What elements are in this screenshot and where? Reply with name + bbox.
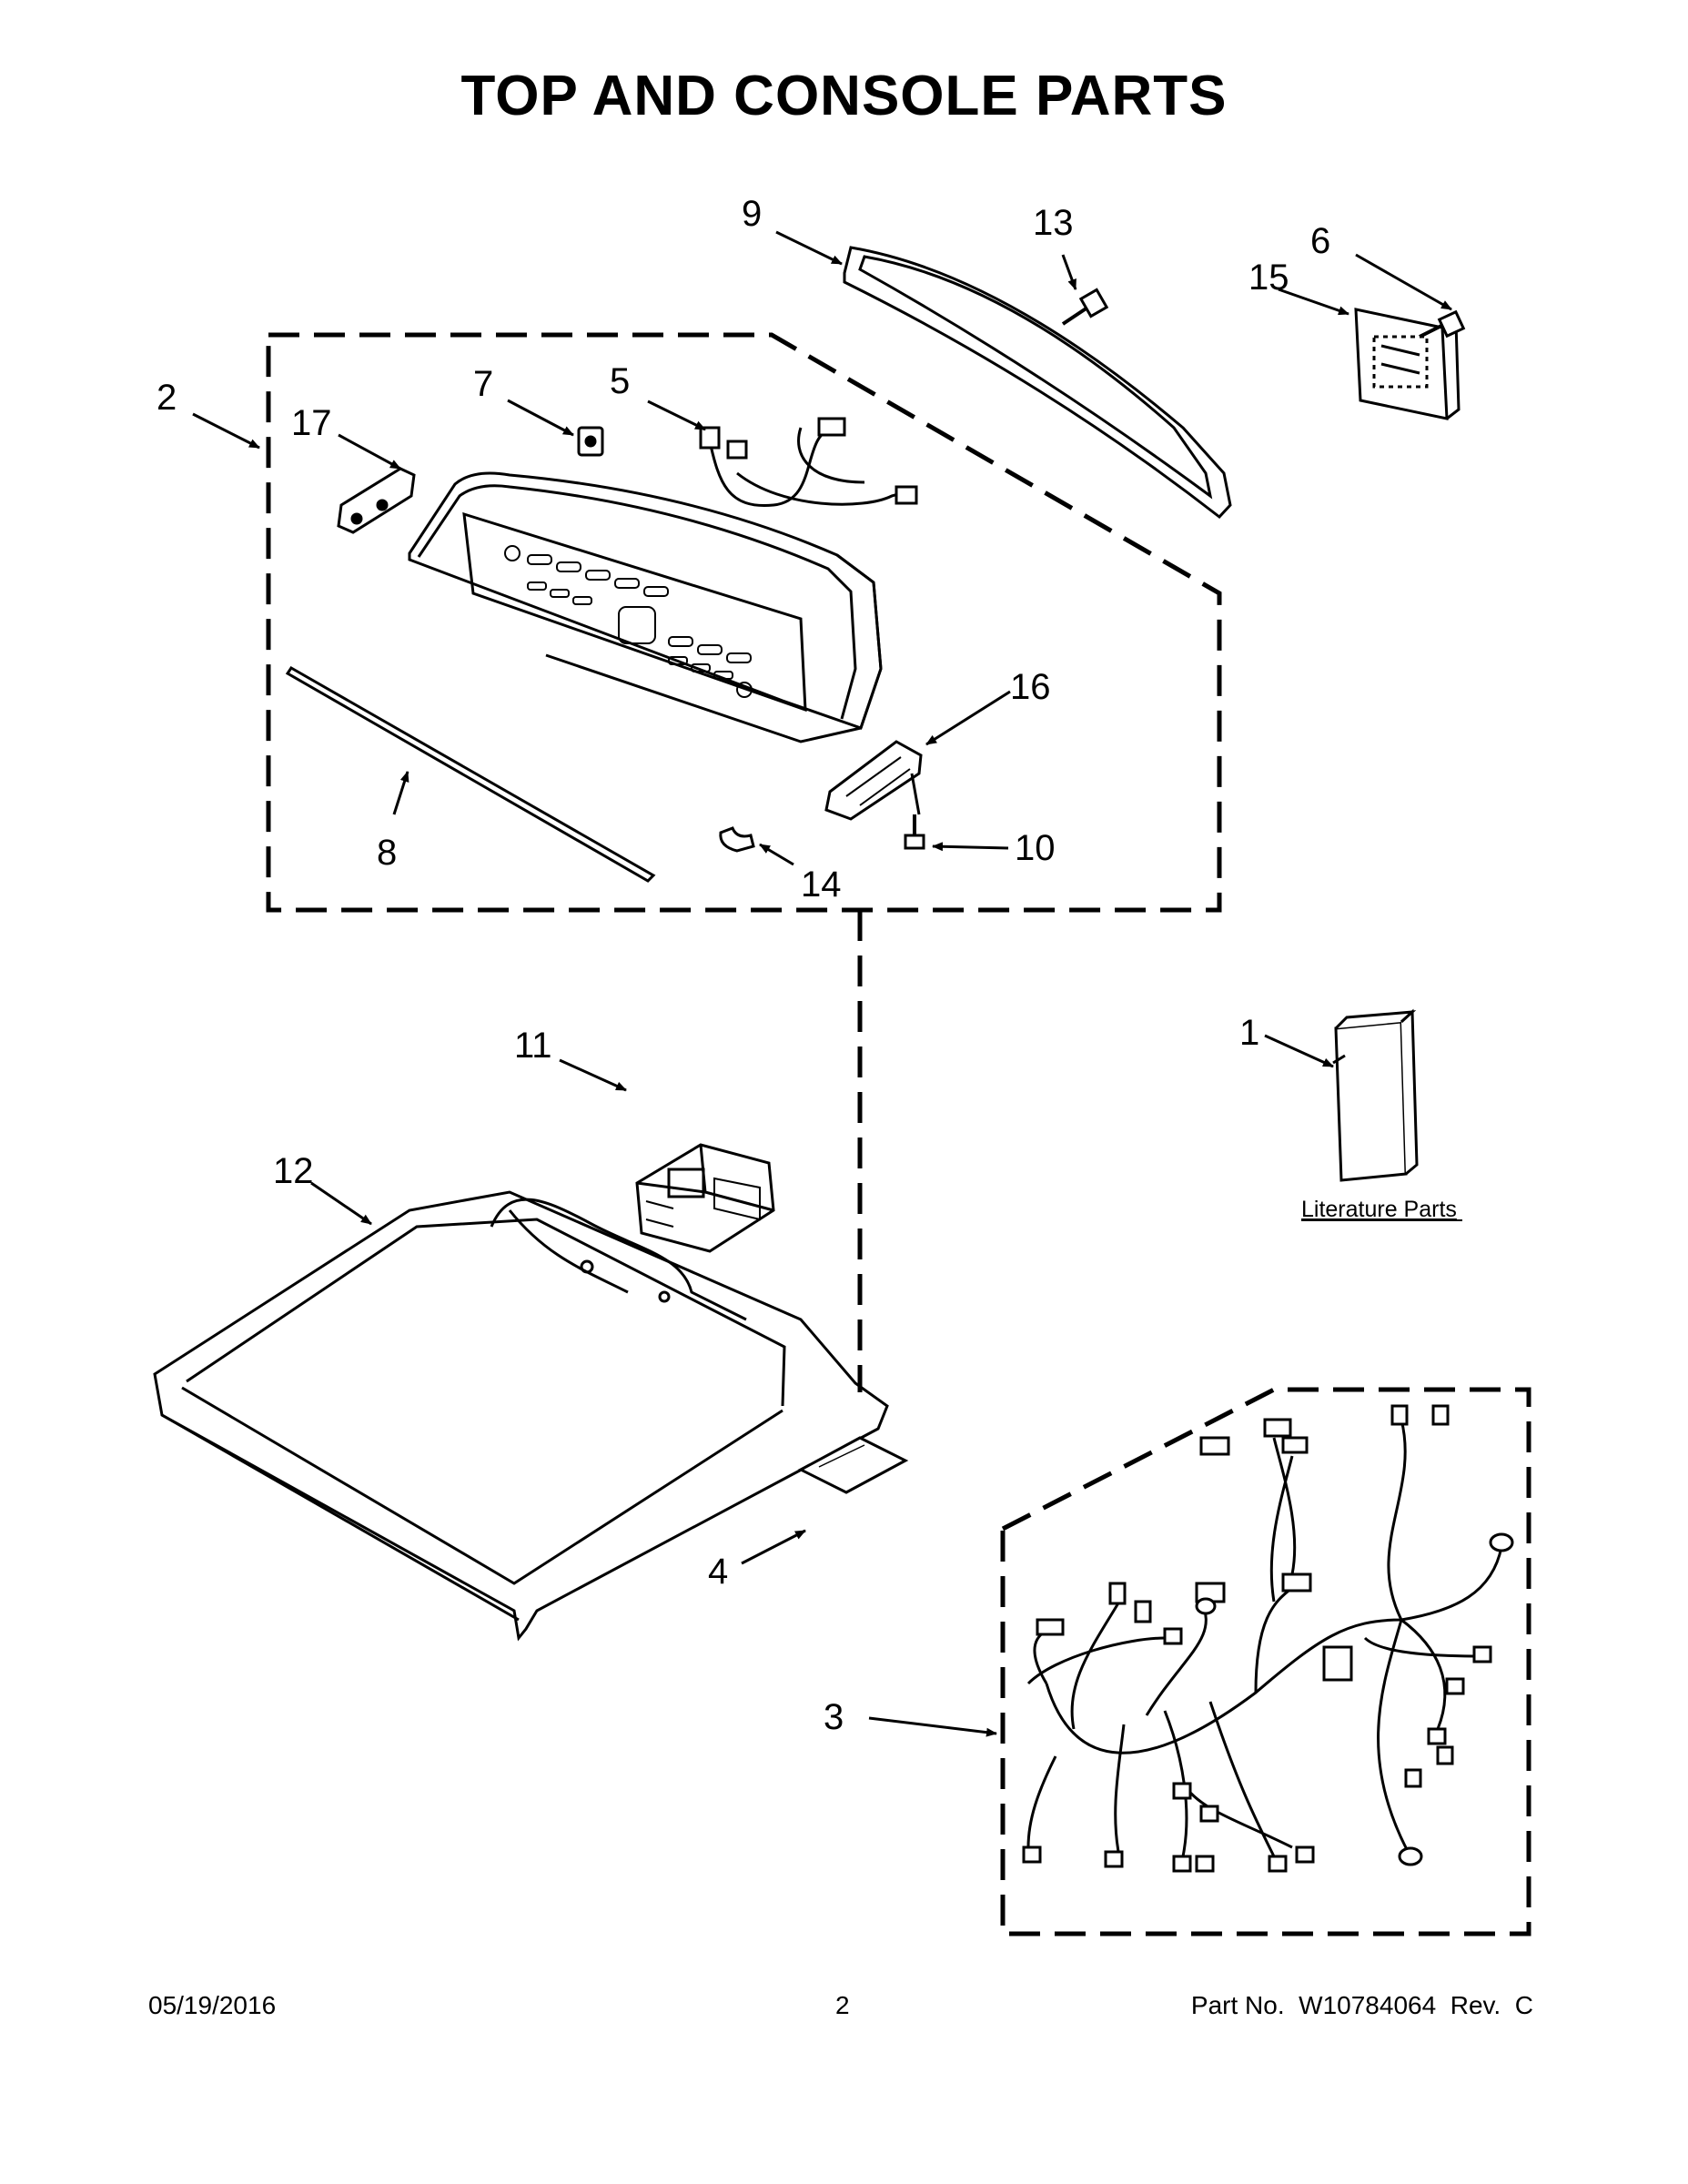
callout-14: 14 <box>801 864 842 905</box>
callout-9: 9 <box>742 194 762 234</box>
top-panel-part-12 <box>153 1190 889 1642</box>
footer-date: 05/19/2016 <box>148 1991 277 2019</box>
control-board-part-11 <box>635 1143 775 1253</box>
callout-16: 16 <box>1010 667 1051 707</box>
screw-part-10 <box>904 814 925 850</box>
clip-part-14 <box>719 826 755 853</box>
literature-parts-label: Literature Parts <box>1301 1197 1457 1222</box>
screw-part-6 <box>1419 309 1466 339</box>
console-assembly-group-outline <box>266 332 1222 913</box>
callout-1: 1 <box>1239 1013 1259 1053</box>
label-part-4 <box>797 1436 909 1494</box>
callout-7: 7 <box>473 364 493 404</box>
main-wire-harness-part-3 <box>1022 1404 1514 1873</box>
callout-2: 2 <box>157 378 177 418</box>
callout-4: 4 <box>708 1552 728 1592</box>
console-rear-trim-part <box>843 246 1232 520</box>
screw-part-13 <box>1061 288 1109 326</box>
callout-10: 10 <box>1015 828 1056 868</box>
callout-17: 17 <box>291 403 332 443</box>
page-title: TOP AND CONSOLE PARTS <box>460 65 1228 127</box>
callout-15: 15 <box>1248 258 1289 298</box>
console-panel <box>408 471 883 743</box>
footer-page-number: 2 <box>835 1991 850 2019</box>
callout-arrows <box>192 230 1452 1737</box>
wire-harness-part-5 <box>699 417 918 508</box>
literature-part-1 <box>1334 1008 1419 1182</box>
footer-part-number: Part No. W10784064 Rev. C <box>1190 1991 1533 2019</box>
clip-part-7 <box>577 426 604 457</box>
console-strip-part-8 <box>285 666 656 883</box>
callout-13: 13 <box>1033 203 1074 243</box>
callout-11: 11 <box>514 1026 552 1066</box>
callout-8: 8 <box>377 833 397 873</box>
callout-5: 5 <box>610 361 630 401</box>
wire-harness-group-outline <box>1000 1387 1531 1936</box>
callout-12: 12 <box>273 1151 314 1191</box>
callout-6: 6 <box>1310 221 1330 261</box>
callout-3: 3 <box>824 1697 844 1737</box>
console-end-bracket-part-16 <box>824 740 923 821</box>
console-end-bracket-part-17 <box>337 467 416 534</box>
